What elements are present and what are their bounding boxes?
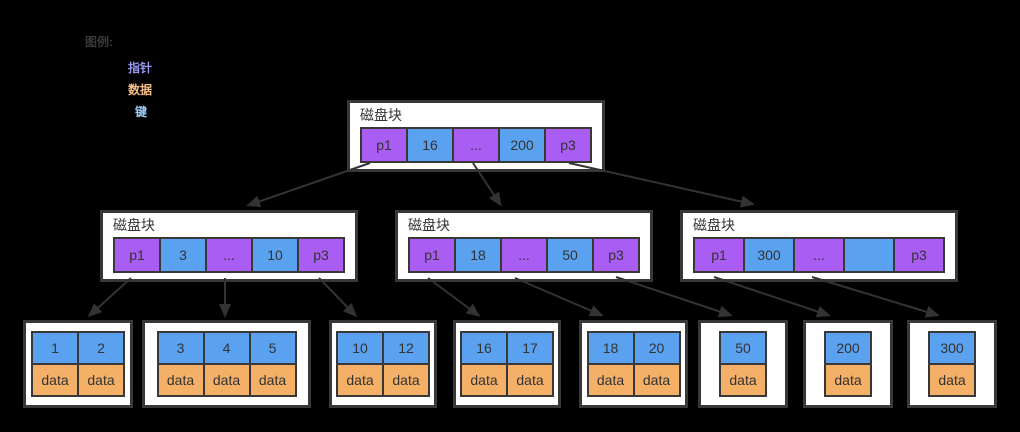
data-cell: data xyxy=(156,363,205,397)
key-cell: 16 xyxy=(460,331,508,365)
pointer-cell: p1 xyxy=(693,237,745,273)
key-cell: 300 xyxy=(743,237,795,273)
data-cell: data xyxy=(506,363,554,397)
pointer-cell: p1 xyxy=(360,127,408,163)
data-cell: data xyxy=(202,363,251,397)
arrow-middle-p3-to-leaf6 xyxy=(615,276,733,318)
pointer-cell: p3 xyxy=(544,127,592,163)
key-row: 50 xyxy=(719,331,767,365)
disk-block-label: 磁盘块 xyxy=(113,217,155,233)
arrow-middle-p1-to-leaf4 xyxy=(427,277,481,317)
key-cell: 50 xyxy=(719,331,767,365)
arrow-right-p1-to-leaf7 xyxy=(713,276,831,318)
data-row: data xyxy=(824,363,872,397)
pointer-cell: p1 xyxy=(408,237,456,273)
data-cell: data xyxy=(719,363,767,397)
pointer-cell: p3 xyxy=(893,237,945,273)
key-cell: 20 xyxy=(632,331,681,365)
data-row: data xyxy=(719,363,767,397)
legend-item-pointer: 指针 xyxy=(128,61,153,75)
pointer-cell: ... xyxy=(500,237,548,273)
key-cell: 16 xyxy=(406,127,454,163)
key-cell: 3 xyxy=(156,331,205,365)
disk-block-label: 磁盘块 xyxy=(360,107,402,123)
pointer-cell: p3 xyxy=(297,237,345,273)
data-cell: data xyxy=(31,363,79,397)
data-cell: data xyxy=(928,363,976,397)
arrow-left-p1-to-leaf1 xyxy=(87,277,132,318)
key-row: 300 xyxy=(928,331,976,365)
key-cell: 18 xyxy=(586,331,635,365)
key-cell: 18 xyxy=(454,237,502,273)
disk-block-label: 磁盘块 xyxy=(408,217,450,233)
key-cell: 5 xyxy=(248,331,297,365)
arrow-left-p3-to-leaf3 xyxy=(318,277,358,318)
arrow-middle-mid-to-leaf5 xyxy=(514,277,604,317)
key-cell: 200 xyxy=(498,127,546,163)
data-cell: data xyxy=(586,363,635,397)
data-cell: data xyxy=(382,363,430,397)
key-row: 200 xyxy=(824,331,872,365)
key-cell: 2 xyxy=(77,331,125,365)
key-cell: 10 xyxy=(251,237,299,273)
legend-title: 图例: xyxy=(85,35,113,49)
data-cell: data xyxy=(460,363,508,397)
key-cell: 10 xyxy=(336,331,384,365)
pointer-cell: ... xyxy=(452,127,500,163)
pointer-cell: p1 xyxy=(113,237,161,273)
pointer-cell: p3 xyxy=(592,237,640,273)
key-cell: 200 xyxy=(824,331,872,365)
legend-item-data: 数据 xyxy=(128,83,153,97)
key-cell: 1 xyxy=(31,331,79,365)
key-cell: 12 xyxy=(382,331,430,365)
data-cell: data xyxy=(248,363,297,397)
data-row: data xyxy=(928,363,976,397)
key-cell: 300 xyxy=(928,331,976,365)
arrow-right-mid-to-leaf8 xyxy=(811,276,940,318)
disk-block-label: 磁盘块 xyxy=(693,217,735,233)
data-cell: data xyxy=(632,363,681,397)
legend-item-key: 键 xyxy=(135,105,148,119)
key-cell xyxy=(843,237,895,273)
key-cell: 50 xyxy=(546,237,594,273)
data-cell: data xyxy=(336,363,384,397)
data-cell: data xyxy=(824,363,872,397)
data-cell: data xyxy=(77,363,125,397)
key-cell: 17 xyxy=(506,331,554,365)
key-cell: 3 xyxy=(159,237,207,273)
pointer-cell: ... xyxy=(205,237,253,273)
pointer-cell: ... xyxy=(793,237,845,273)
key-cell: 4 xyxy=(202,331,251,365)
